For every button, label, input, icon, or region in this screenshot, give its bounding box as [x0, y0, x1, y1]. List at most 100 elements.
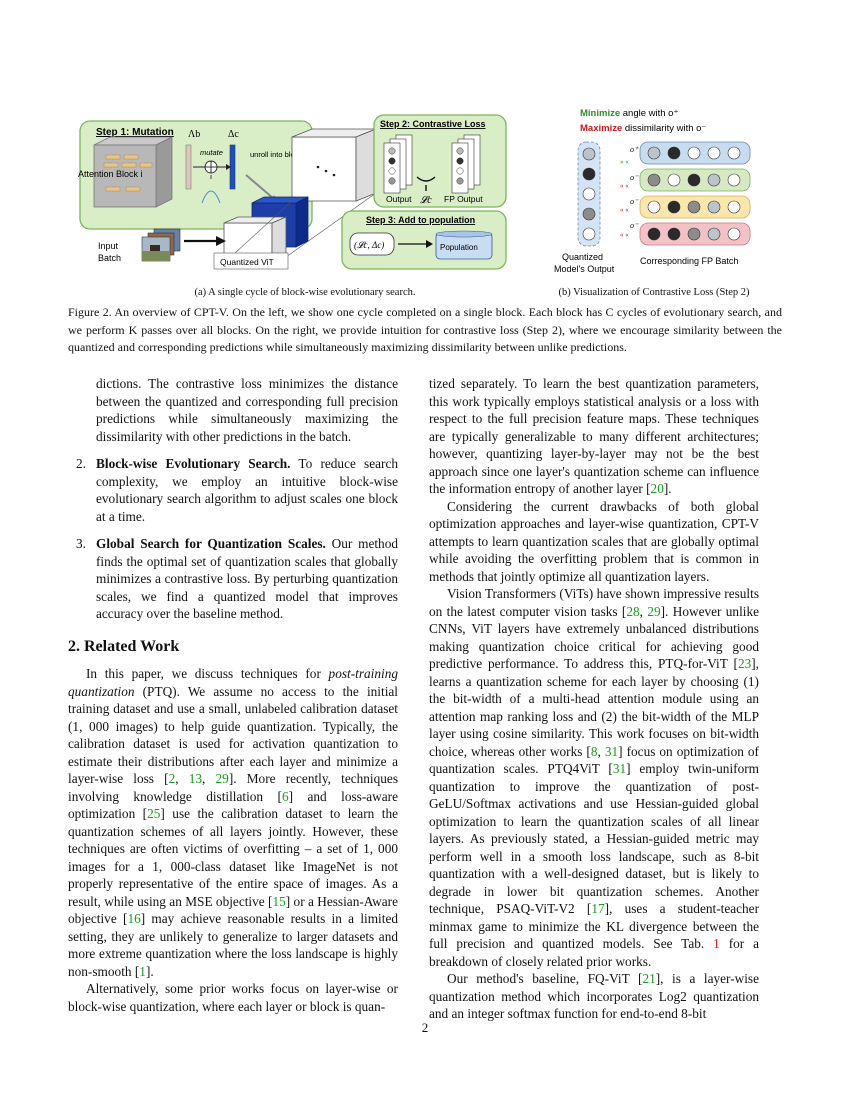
paragraph: Alternatively, some prior works focus on…	[68, 981, 398, 1014]
section-heading: 2. Related Work	[68, 637, 180, 655]
citation-link[interactable]: 31	[612, 761, 627, 776]
paragraph: Our method's baseline, FQ-ViT [21], is a…	[429, 971, 759, 1021]
fp-output-label: FP Output	[444, 194, 483, 204]
maximize-word: Maximize	[580, 123, 622, 134]
output-label: Output	[386, 194, 412, 204]
o-minus-label: o⁻	[630, 173, 639, 182]
minimize-word: Minimize	[580, 108, 620, 119]
citation-link[interactable]: 29	[215, 771, 229, 786]
list-number: 3.	[76, 536, 86, 551]
citation-link[interactable]: 2	[168, 771, 176, 786]
maximize-caption: Maximize dissimilarity with o⁻	[580, 123, 706, 134]
quantized-dot	[582, 147, 596, 161]
input-label-line1: Input	[98, 241, 119, 251]
paragraph: In this paper, we discuss techniques for…	[68, 666, 398, 979]
step3-title: Step 3: Add to population	[366, 215, 475, 225]
quantized-dot	[582, 167, 596, 181]
citation-link[interactable]: 28	[626, 603, 640, 619]
vit-base	[213, 252, 289, 270]
step2-title: Step 2: Contrastive Loss	[380, 119, 486, 129]
loss-label: 𝓛c	[420, 195, 432, 206]
push-arrow-icon: « «	[620, 182, 629, 190]
push-arrow-icon: « «	[620, 231, 629, 239]
mutate-arrowhead	[226, 164, 231, 170]
paragraph: Vision Transformers (ViTs) have shown im…	[429, 586, 760, 969]
attention-weight-bar	[139, 162, 153, 168]
quantized-dot	[582, 187, 596, 201]
subcaption-a: (a) A single cycle of block-wise evoluti…	[194, 287, 416, 298]
input-image-ground	[142, 251, 170, 261]
loss-bracket	[416, 176, 436, 182]
unroll-label: unroll into block i	[250, 150, 306, 159]
citation-link[interactable]: 8	[590, 743, 598, 759]
figure-b-diagram: Minimize angle with o⁺ Maximize dissimil…	[554, 108, 751, 274]
o-plus-label: o⁺	[630, 145, 639, 154]
population-label: Population	[440, 243, 478, 252]
o-minus-label: o⁻	[630, 221, 639, 230]
page-number: 2	[421, 1020, 429, 1035]
output-stack	[383, 134, 413, 194]
tuple-box	[349, 232, 395, 256]
dot	[324, 169, 328, 173]
o-minus-label: o⁻	[630, 197, 639, 206]
fp-row-4	[639, 222, 751, 246]
attention-weight-bar	[123, 154, 139, 160]
fp-row-2	[639, 168, 751, 192]
attention-weight-bar	[103, 162, 119, 168]
input-arrowhead	[216, 236, 226, 246]
figure-a-diagram: Step 1: Mutation Attention Block i Λb Δc…	[78, 114, 507, 270]
attention-weight-bar	[121, 162, 137, 168]
list-item-text: Our method finds the optimal set of quan…	[96, 536, 398, 621]
population-top	[435, 230, 493, 238]
quantized-dot	[582, 207, 596, 221]
citation-link[interactable]: 31	[604, 743, 619, 759]
citation-link[interactable]: 17	[591, 901, 605, 916]
vit-edge	[285, 192, 377, 258]
citation-link[interactable]: 16	[127, 911, 141, 926]
subcaption-b: (b) Visualization of Contrastive Loss (S…	[558, 287, 750, 298]
attention-weight-bar	[125, 186, 141, 192]
attention-weight-bar	[105, 186, 121, 192]
citation-link[interactable]: 25	[147, 806, 161, 821]
lambda-label: Λb	[188, 129, 200, 140]
list-item-title: Global Search for Quantization Scales.	[96, 536, 326, 551]
list-item-3: 3. Global Search for Quantization Scales…	[68, 535, 398, 623]
fp-output-stack	[451, 134, 481, 194]
attention-block-side	[155, 136, 173, 208]
maximize-rest: dissimilarity with o⁻	[622, 123, 706, 134]
figure-caption: Figure 2. An overview of CPT-V. On the l…	[68, 305, 782, 354]
citation-link[interactable]: 21	[642, 971, 656, 986]
citation-link[interactable]: 15	[272, 893, 286, 909]
attention-block-label: Attention Block i	[78, 169, 143, 179]
left-column: dictions. The contrastive loss minimizes…	[68, 375, 398, 1015]
citation-link[interactable]: 1	[139, 963, 146, 979]
citation-link[interactable]: 29	[647, 603, 661, 619]
tuple-label: (𝓛c, Δc)	[354, 240, 384, 250]
fp-row-1	[639, 141, 751, 165]
fp-batch-label: Corresponding FP Batch	[640, 256, 738, 266]
gaussian-icon	[201, 190, 221, 204]
dot	[332, 173, 336, 177]
quantized-label-line1: Quantized	[562, 252, 603, 262]
quantized-dot	[582, 227, 596, 241]
vit-blue-side	[295, 196, 309, 248]
vit-edge	[223, 200, 293, 264]
fp-row-3	[639, 195, 751, 219]
attention-weight-bar	[105, 154, 121, 160]
citation-link[interactable]: 6	[281, 788, 289, 804]
list-number: 2.	[76, 456, 86, 471]
dot	[316, 165, 320, 169]
input-label-line2: Batch	[98, 253, 121, 263]
minimize-rest: angle with o⁺	[620, 108, 678, 119]
list-item-1-continued: dictions. The contrastive loss minimizes…	[96, 376, 398, 444]
citation-link[interactable]: 20	[650, 481, 664, 496]
table-link[interactable]: 1	[713, 936, 720, 951]
citation-link[interactable]: 23	[737, 656, 752, 671]
delta-label: Δc	[228, 129, 239, 140]
vit-back-block	[291, 136, 357, 202]
citation-link[interactable]: 13	[188, 771, 203, 786]
paragraph: tized separately. To learn the best quan…	[429, 376, 759, 496]
quantized-label-line2: Model's Output	[554, 264, 615, 274]
mutate-label: mutate	[200, 148, 223, 157]
minimize-caption: Minimize angle with o⁺	[580, 108, 678, 119]
